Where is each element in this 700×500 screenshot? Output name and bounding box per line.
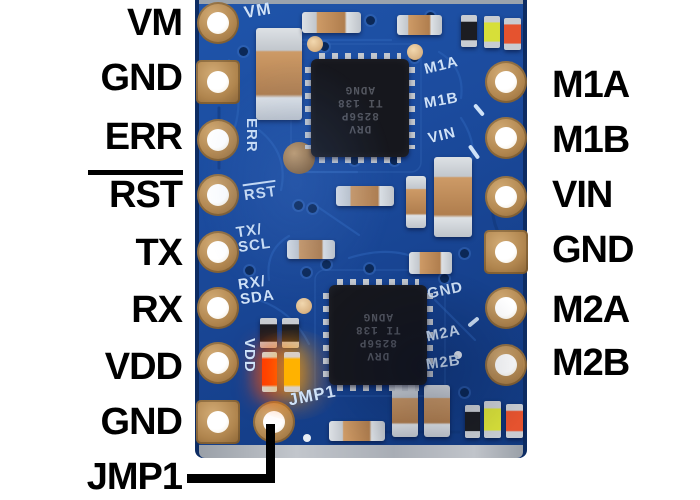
- capacitor: [329, 421, 385, 441]
- via: [294, 201, 303, 210]
- pin-label-m1b: M1B: [552, 119, 630, 161]
- chip-pads: [409, 67, 415, 149]
- pin-label-m1a: M1A: [552, 64, 630, 106]
- pin-hole-gnd-bottom: [196, 400, 240, 444]
- led-red: [504, 18, 521, 50]
- pin-label-m2b: M2B: [552, 342, 630, 384]
- capacitor: [434, 157, 472, 237]
- pcb-board: DRV8256PTI 138ADNG DRV8256PTI 138ADNG VM…: [195, 0, 528, 458]
- via: [302, 268, 311, 277]
- via: [460, 249, 469, 258]
- chip-pads: [427, 293, 433, 377]
- pin-label-vin: VIN: [552, 174, 613, 216]
- led-lit-red: [262, 352, 277, 392]
- pin-label-tx: TX: [135, 232, 183, 274]
- rst-overline: [88, 170, 183, 175]
- via: [239, 47, 248, 56]
- pin-label-err: ERR: [104, 116, 183, 158]
- board-lighting: [199, 0, 523, 458]
- tan-via: [307, 36, 323, 52]
- chip-body: DRV8256PTI 138ADNG: [329, 285, 427, 385]
- transistor: [282, 318, 299, 348]
- transistor: [260, 318, 277, 348]
- capacitor: [424, 385, 450, 437]
- chip-pads: [337, 279, 419, 285]
- pin-label-rx: RX: [131, 289, 183, 331]
- pin-label-vm: VM: [127, 2, 183, 44]
- pin-hole-tx: [197, 231, 239, 273]
- chip-pads: [305, 67, 311, 149]
- pin-hole-gnd-right: [484, 230, 528, 274]
- via: [308, 204, 317, 213]
- pin-label-gnd-2: GND: [100, 401, 183, 443]
- capacitor: [392, 385, 418, 437]
- led-yellow: [484, 401, 501, 438]
- pin-hole-gnd-top: [196, 60, 240, 104]
- chip-body: DRV8256PTI 138ADNG: [311, 59, 409, 157]
- chip-pads: [323, 293, 329, 377]
- pin-hole-m1a: [485, 61, 527, 103]
- capacitor: [397, 15, 442, 35]
- pin-hole-err: [197, 119, 239, 161]
- via: [320, 42, 329, 51]
- white-dot: [454, 351, 462, 359]
- motor-driver-chip-2: DRV8256PTI 138ADNG: [322, 278, 434, 392]
- capacitor: [287, 240, 335, 259]
- pin-label-m2a: M2A: [552, 289, 630, 331]
- pin-hole-m2b: [485, 344, 527, 386]
- led-red: [506, 404, 523, 438]
- pin-hole-vin: [485, 176, 527, 218]
- board-top-edge: [199, 0, 523, 4]
- via: [440, 274, 449, 283]
- chip-pads: [319, 157, 401, 163]
- jmp1-pointer-line-horizontal: [187, 474, 275, 483]
- capacitor: [409, 252, 452, 274]
- capacitor: [406, 176, 426, 228]
- diode: [461, 15, 477, 47]
- led-yellow: [484, 16, 500, 48]
- pin-label-gnd-right: GND: [552, 229, 634, 271]
- pin-hole-m1b: [485, 117, 527, 159]
- capacitor: [336, 186, 394, 206]
- pin-label-gnd-1: GND: [100, 57, 183, 99]
- pin-label-vdd: VDD: [104, 346, 183, 388]
- pin-label-jmp1: JMP1: [86, 456, 183, 498]
- pin-hole-rst: [197, 174, 239, 216]
- via: [245, 266, 254, 275]
- pin-hole-rx: [197, 287, 239, 329]
- via: [365, 264, 374, 273]
- board-bottom-edge: [199, 445, 523, 458]
- via: [366, 16, 375, 25]
- pin-hole-vdd: [197, 342, 239, 384]
- tan-via: [407, 44, 423, 60]
- chip-pads: [337, 385, 419, 391]
- pin-label-rst: RST: [109, 174, 183, 216]
- motor-driver-chip-1: DRV8256PTI 138ADNG: [304, 52, 416, 164]
- pin-hole-vm: [197, 2, 239, 44]
- capacitor: [302, 12, 361, 33]
- via: [322, 260, 331, 269]
- jmp1-pointer-line-vertical: [266, 424, 275, 483]
- diode: [465, 405, 480, 438]
- led-lit-amber: [284, 352, 300, 392]
- white-dot: [303, 434, 311, 442]
- pin-hole-m2a: [485, 287, 527, 329]
- via: [460, 388, 469, 397]
- chip-pads: [319, 53, 401, 59]
- tan-via: [296, 298, 312, 314]
- capacitor: [256, 28, 302, 120]
